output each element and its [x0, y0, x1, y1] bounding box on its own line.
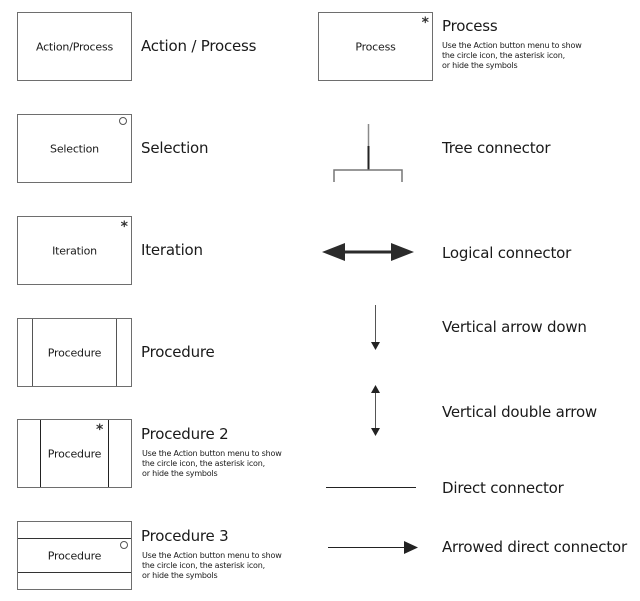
- tree-connector[interactable]: [333, 124, 403, 182]
- description-line: the circle icon, the asterisk icon,: [442, 51, 565, 60]
- arrowed-direct-connector[interactable]: [328, 541, 418, 554]
- asterisk-icon: *: [96, 422, 104, 438]
- selection-box-label: Selection: [50, 142, 99, 155]
- vertical-double-arrow[interactable]: [371, 385, 380, 436]
- asterisk-icon: *: [120, 219, 128, 235]
- iteration-box-label: Iteration: [52, 244, 97, 257]
- process-title: Process: [442, 17, 498, 35]
- procedure3-title: Procedure 3: [141, 527, 229, 545]
- description-line: the circle icon, the asterisk icon,: [142, 459, 265, 468]
- tree-connector-title: Tree connector: [442, 139, 551, 157]
- procedure3-top-bar: [18, 538, 131, 539]
- procedure3-description: Use the Action button menu to show the c…: [142, 551, 282, 581]
- action-process-shape[interactable]: Action/Process: [17, 12, 132, 81]
- procedure2-description: Use the Action button menu to show the c…: [142, 449, 282, 479]
- procedure-shape[interactable]: Procedure: [17, 318, 132, 387]
- circle-icon: [119, 117, 127, 125]
- description-line: the circle icon, the asterisk icon,: [142, 561, 265, 570]
- description-line: or hide the symbols: [442, 61, 518, 70]
- vertical-double-arrow-title: Vertical double arrow: [442, 403, 597, 421]
- procedure-box-label: Procedure: [47, 346, 102, 359]
- procedure3-shape[interactable]: Procedure: [17, 521, 132, 590]
- vertical-arrow-down[interactable]: [371, 305, 380, 350]
- arrowed-direct-connector-title: Arrowed direct connector: [442, 538, 627, 556]
- process-box-label: Process: [355, 40, 396, 53]
- selection-title: Selection: [141, 139, 209, 157]
- logical-connector[interactable]: [322, 243, 414, 261]
- description-line: Use the Action button menu to show: [142, 449, 282, 458]
- direct-connector-title: Direct connector: [442, 479, 564, 497]
- process-description: Use the Action button menu to show the c…: [442, 41, 582, 71]
- procedure-title: Procedure: [141, 343, 215, 361]
- vertical-arrow-down-title: Vertical arrow down: [442, 318, 587, 336]
- procedure-left-bar: [32, 319, 33, 386]
- description-line: Use the Action button menu to show: [442, 41, 582, 50]
- selection-shape[interactable]: Selection: [17, 114, 132, 183]
- process-shape[interactable]: * Process: [318, 12, 433, 81]
- procedure2-title: Procedure 2: [141, 425, 229, 443]
- description-line: or hide the symbols: [142, 469, 218, 478]
- procedure-right-bar: [116, 319, 117, 386]
- procedure3-bottom-bar: [18, 572, 131, 573]
- procedure2-shape[interactable]: * Procedure: [17, 419, 132, 488]
- asterisk-icon: *: [421, 15, 429, 31]
- procedure2-left-bar: [40, 420, 41, 487]
- procedure2-box-label: Procedure: [47, 447, 102, 460]
- circle-icon: [120, 541, 128, 549]
- logical-connector-title: Logical connector: [442, 244, 572, 262]
- iteration-shape[interactable]: * Iteration: [17, 216, 132, 285]
- description-line: Use the Action button menu to show: [142, 551, 282, 560]
- description-line: or hide the symbols: [142, 571, 218, 580]
- action-process-title: Action / Process: [141, 37, 257, 55]
- action-process-box-label: Action/Process: [35, 40, 114, 53]
- iteration-title: Iteration: [141, 241, 203, 259]
- procedure2-right-bar: [108, 420, 109, 487]
- procedure3-box-label: Procedure: [47, 549, 102, 562]
